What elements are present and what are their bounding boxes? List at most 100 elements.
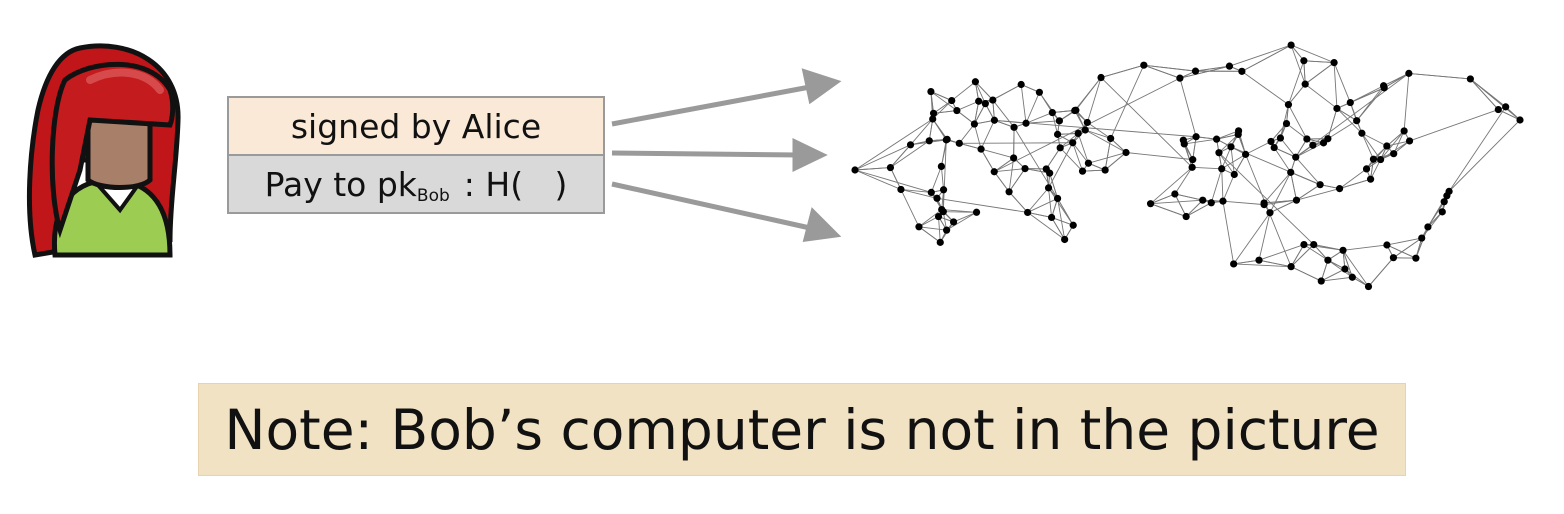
network-node bbox=[1333, 104, 1341, 113]
network-edge bbox=[1072, 142, 1089, 164]
network-edge bbox=[1409, 109, 1499, 142]
network-node bbox=[1300, 57, 1308, 65]
network-edge bbox=[1258, 244, 1305, 261]
network-edge bbox=[1229, 44, 1292, 67]
network-node bbox=[1053, 194, 1062, 203]
network-edge bbox=[1216, 130, 1239, 140]
network-node bbox=[1405, 69, 1413, 77]
network-node bbox=[915, 223, 923, 231]
network-edge bbox=[1258, 212, 1271, 261]
network-node bbox=[1192, 133, 1200, 141]
network-edge bbox=[1286, 123, 1308, 140]
network-node bbox=[981, 100, 989, 108]
network-node bbox=[948, 96, 956, 105]
network-edge bbox=[1049, 172, 1059, 199]
network-edge bbox=[900, 189, 920, 227]
network-edge bbox=[1025, 120, 1060, 124]
network-edge bbox=[1192, 166, 1222, 170]
network-edge bbox=[1303, 60, 1335, 64]
network-edge bbox=[1361, 132, 1381, 160]
network-node bbox=[972, 208, 981, 216]
alice-avatar-icon bbox=[26, 43, 181, 258]
network-node bbox=[906, 141, 915, 149]
broadcast-arrows bbox=[611, 68, 842, 242]
network-edge bbox=[1448, 106, 1507, 192]
network-node bbox=[1010, 154, 1018, 162]
network-node bbox=[1267, 137, 1275, 146]
network-edge bbox=[1185, 199, 1204, 217]
network-edge bbox=[1100, 77, 1193, 168]
network-node bbox=[990, 168, 998, 176]
network-node bbox=[1022, 119, 1030, 127]
network-edge bbox=[1361, 132, 1388, 147]
network-node bbox=[1069, 139, 1077, 147]
network-node bbox=[1358, 129, 1366, 137]
network-edge bbox=[1218, 134, 1239, 154]
network-edge bbox=[1051, 217, 1066, 240]
network-node bbox=[1390, 150, 1398, 158]
network-node bbox=[1339, 246, 1347, 254]
network-node bbox=[1412, 254, 1420, 262]
network-edge bbox=[1295, 156, 1321, 185]
network-edge bbox=[1245, 141, 1272, 155]
network-node bbox=[1324, 256, 1332, 264]
network-node bbox=[955, 139, 963, 147]
network-edge bbox=[1327, 108, 1338, 139]
network-edge bbox=[1085, 129, 1127, 153]
network-edge bbox=[959, 142, 1073, 144]
network-node bbox=[1380, 82, 1388, 90]
network-edge bbox=[973, 101, 980, 125]
network-edge bbox=[1020, 84, 1027, 124]
network-node bbox=[1061, 235, 1069, 244]
network-node bbox=[1335, 185, 1344, 193]
network-node bbox=[990, 116, 998, 124]
network-edge bbox=[854, 169, 902, 190]
network-node bbox=[1255, 256, 1263, 264]
network-edge bbox=[1027, 211, 1052, 218]
p2p-network bbox=[851, 41, 1524, 291]
network-edge bbox=[890, 144, 911, 168]
network-edge bbox=[1386, 130, 1405, 147]
network-node bbox=[1056, 144, 1064, 152]
network-node bbox=[1072, 106, 1080, 114]
network-edge bbox=[993, 157, 1014, 173]
network-node bbox=[1083, 118, 1091, 127]
network-node bbox=[936, 238, 944, 246]
network-edge bbox=[1085, 129, 1111, 139]
network-node bbox=[1182, 212, 1190, 221]
network-node bbox=[1260, 199, 1268, 207]
network-node bbox=[1219, 197, 1227, 205]
network-node bbox=[1319, 139, 1328, 147]
network-node bbox=[1234, 130, 1242, 139]
network-node bbox=[1270, 143, 1278, 152]
network-edge bbox=[1361, 133, 1374, 160]
network-edge bbox=[1290, 44, 1335, 64]
network-edge bbox=[1233, 259, 1260, 265]
network-node bbox=[1044, 184, 1053, 192]
network-edge bbox=[1104, 152, 1127, 171]
network-node bbox=[1400, 127, 1408, 135]
network-edge bbox=[992, 99, 1015, 128]
network-node bbox=[1005, 188, 1013, 196]
network-node bbox=[897, 185, 905, 194]
network-edge bbox=[1221, 168, 1224, 202]
network-edge bbox=[1303, 244, 1329, 261]
network-node bbox=[1230, 260, 1238, 268]
signature-label: signed by Alice bbox=[290, 106, 542, 146]
network-edge bbox=[974, 103, 986, 125]
network-edge bbox=[930, 91, 958, 111]
network-node bbox=[929, 109, 938, 117]
network-edge bbox=[980, 120, 995, 150]
network-node bbox=[933, 194, 941, 202]
network-node bbox=[925, 137, 933, 145]
network-edge bbox=[1350, 85, 1384, 103]
network-node bbox=[1301, 80, 1309, 88]
network-edge bbox=[900, 189, 938, 199]
network-node bbox=[1179, 136, 1187, 144]
network-node bbox=[975, 97, 983, 105]
network-node bbox=[1346, 98, 1354, 107]
network-edge bbox=[930, 91, 952, 101]
network-node bbox=[1069, 221, 1077, 229]
network-edge bbox=[1230, 146, 1235, 175]
network-node bbox=[1502, 103, 1510, 111]
